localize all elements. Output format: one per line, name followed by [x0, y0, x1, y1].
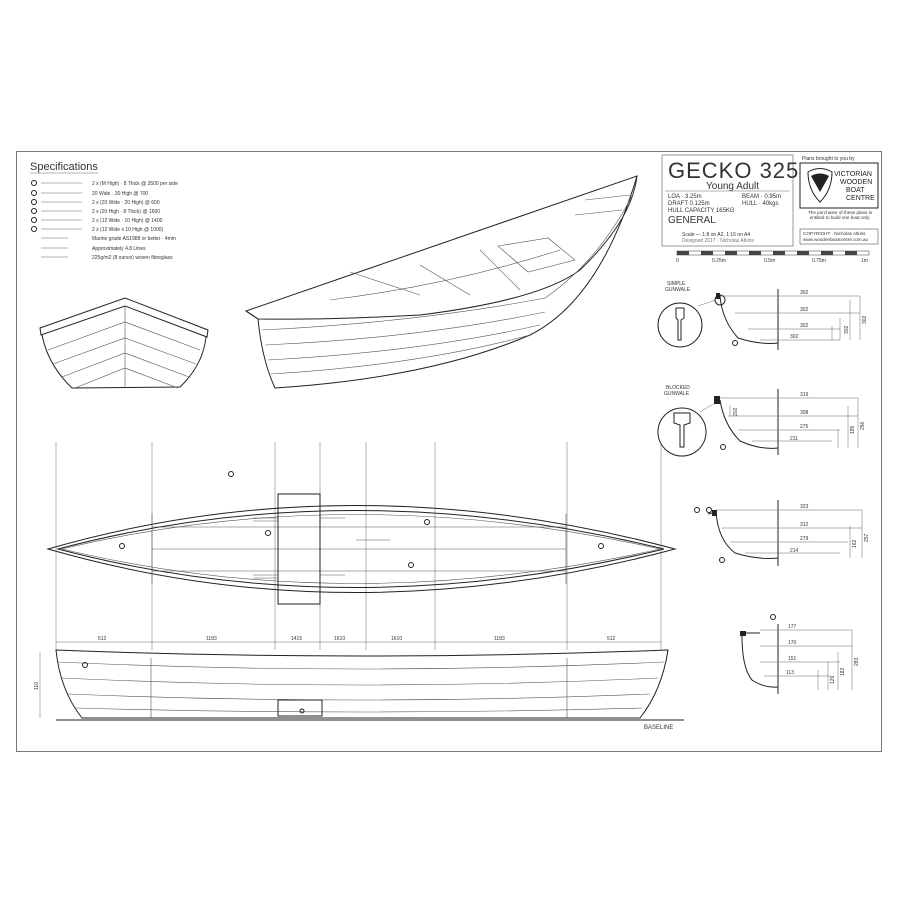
station-length: 1183	[494, 636, 505, 642]
designer-note: Designed 2017 · Nicholas Atkins	[682, 238, 754, 244]
dimension-label: 302	[800, 307, 809, 313]
dimension-label: 170	[788, 640, 797, 646]
section-simple-gunwale: SIMPLE GUNWALE 302 302 302 302 302 302	[657, 281, 868, 350]
dimension-label: 308	[800, 410, 809, 416]
station-length: 512	[607, 636, 616, 642]
gunwale-detail-circle	[657, 407, 707, 457]
dimension-label: 202	[733, 407, 739, 416]
scale-note: Scale — 1:8 on A2, 1:16 on A4	[682, 232, 750, 238]
licence-note: The purchaser of these plans is entitled…	[807, 210, 873, 220]
logo-org-line: BOAT	[846, 187, 865, 194]
simple-gunwale-label: GUNWALE	[665, 287, 691, 293]
dimension-label: 302	[800, 290, 809, 296]
dimension-label: 283	[854, 657, 860, 666]
simple-gunwale-label: SIMPLE	[667, 281, 686, 287]
station-length: 512	[98, 636, 107, 642]
section-end: 177 170 151 113 283 182 129	[740, 614, 860, 694]
spec-item: 225g/m2 (8 ounce) woven fibreglass	[92, 255, 173, 261]
dimension-label: 257	[864, 533, 870, 542]
title-block: GECKO 325 Young Adult LOA · 3.25m BEAM ·…	[661, 154, 799, 247]
scale-tick-label: 1m	[861, 258, 868, 264]
draft-value: DRAFT 0.125m	[668, 201, 710, 207]
dimension-label: 302	[790, 334, 799, 340]
blocked-gunwale-label: GUNWALE	[664, 391, 690, 397]
spec-item: Marine grade AS1988 or better · 4mm	[92, 236, 176, 242]
specifications-heading: Specifications	[30, 161, 98, 173]
hull-capacity: HULL CAPACITY 165KG	[668, 208, 735, 214]
dimension-label: 162	[852, 539, 858, 548]
logo-org-line: CENTRE	[846, 195, 875, 202]
spec-item: 2 x (M High) · 8 Thick @ 3500 per side	[92, 181, 178, 187]
station-length: 1183	[206, 636, 217, 642]
sheet-section-title: GENERAL	[668, 215, 716, 226]
spec-item: 2 x (12 Wide · 10 High) @ 1400	[92, 218, 163, 224]
logo-block: Plans brought to you by VICTORIAN WOODEN…	[799, 156, 879, 245]
dimension-label: 214	[790, 548, 799, 554]
dimension-label: 302	[800, 323, 809, 329]
scale-bar: 0 0.25m 0.5m 0.75m 1m	[676, 250, 870, 264]
station-dimensions: 512 1183 1415 1610 1610 1183 512	[56, 636, 661, 643]
dimension-label: 275	[800, 424, 809, 430]
hull-weight: HULL · 40kgs	[742, 201, 778, 207]
loa-value: LOA · 3.25m	[668, 194, 702, 200]
scale-tick-label: 0.5m	[764, 258, 775, 264]
gunwale-detail-circle	[657, 302, 703, 348]
boat-emblem-icon	[811, 173, 829, 192]
dimension-label: 302	[862, 315, 868, 324]
dimension-label: 302	[844, 325, 850, 334]
plan-view	[46, 442, 712, 650]
section-blocked-gunwale: BLOCKED GUNWALE 319 308 275 211 256 195 …	[657, 385, 866, 457]
dimension-label: 182	[840, 667, 846, 676]
scale-tick-label: 0	[676, 258, 679, 264]
logo-org-line: VICTORIAN	[834, 171, 872, 178]
boat-subtitle: Young Adult	[706, 181, 759, 192]
perspective-view	[244, 175, 638, 389]
spec-item: Approximately 4.8 Litres	[92, 246, 146, 252]
station-length: 1415	[291, 636, 302, 642]
dimension-label: 177	[788, 624, 797, 630]
spec-item: 2 x (12 Wide x 10 High @ 1000)	[92, 227, 164, 233]
end-view	[39, 297, 209, 389]
logo-org-line: WOODEN	[840, 179, 872, 186]
scale-tick-label: 0.75m	[812, 258, 826, 264]
dimension-label: 113	[786, 670, 794, 676]
beam-value: BEAM · 0.95m	[742, 194, 781, 200]
spec-item: 20 Wide · 30 High @ 700	[92, 191, 148, 197]
dimension-label: 279	[800, 536, 809, 542]
copyright-note: COPYRIGHT · Nicholas Atkins	[803, 231, 866, 236]
dimension-label: 312	[800, 522, 809, 528]
shield-icon	[807, 168, 833, 203]
section-midship: 323 312 279 214 257 162	[694, 500, 870, 566]
spec-item: 2 x (20 Wide · 20 High) @ 600	[92, 200, 160, 206]
dimension-label: 319	[800, 392, 809, 398]
drawing-sheet	[16, 151, 882, 752]
boat-name: GECKO 325	[668, 158, 799, 183]
specifications-panel: Specifications 2 x (M High) · 8 Thick @ …	[30, 161, 178, 261]
scale-tick-label: 0.25m	[712, 258, 726, 264]
profile-view: 116 BASELINE	[34, 649, 684, 731]
dimension-label: 195	[850, 425, 856, 434]
dimension-label: 129	[830, 675, 836, 684]
website-link: www.woodenboatcentre.com.au	[803, 237, 869, 242]
dimension-label: 323	[800, 504, 809, 510]
spec-item: 2 x (20 High · 8 Thick) @ 1600	[92, 209, 160, 215]
baseline-label: BASELINE	[644, 725, 673, 731]
dimension-label: 151	[788, 656, 797, 662]
logo-tagline: Plans brought to you by	[802, 156, 855, 162]
profile-height: 116	[34, 682, 40, 690]
station-length: 1610	[334, 636, 345, 642]
dimension-label: 211	[790, 436, 798, 442]
dimension-label: 256	[860, 421, 866, 430]
station-length: 1610	[391, 636, 402, 642]
blocked-gunwale-label: BLOCKED	[666, 385, 690, 391]
